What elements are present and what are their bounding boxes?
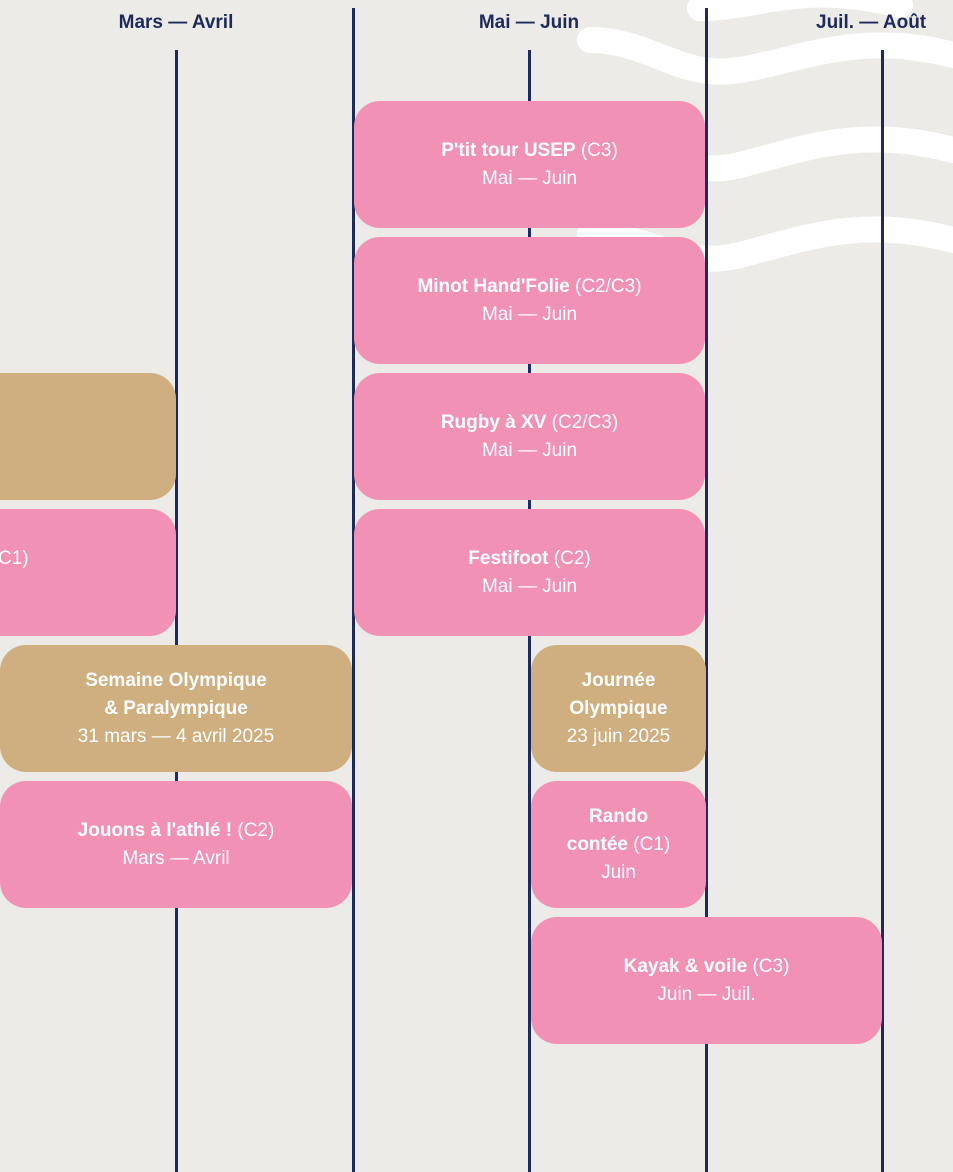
- event-level: (C2): [232, 819, 275, 841]
- event-title: Rando contée: [566, 805, 649, 855]
- timeline-divider-2: [705, 8, 708, 1172]
- event-dates: Mars — Avril: [122, 847, 230, 869]
- event-card-ptit-tour-usep[interactable]: P'tit tour USEP (C3) Mai — Juin: [354, 101, 705, 228]
- timeline-line-juil-aout-center: [881, 50, 884, 1172]
- event-level: (C3): [575, 139, 618, 161]
- timeline-line-mars-avril-center: [175, 50, 178, 1172]
- event-level: (C2/C3): [569, 275, 642, 297]
- event-dates: 23 juin 2025: [566, 725, 671, 747]
- event-level: (C2): [548, 547, 591, 569]
- event-dates: Mai — Juin: [481, 575, 578, 597]
- event-dates: Juin: [601, 861, 636, 883]
- event-card-cut-off-pink[interactable]: C1): [0, 509, 176, 636]
- event-card-rugby-a-xv[interactable]: Rugby à XV (C2/C3) Mai — Juin: [354, 373, 705, 500]
- event-card-journee-olympique[interactable]: Journée Olympique 23 juin 2025: [531, 645, 706, 772]
- event-dates: 31 mars — 4 avril 2025: [77, 725, 275, 747]
- month-header-mai-juin: Mai — Juin: [478, 12, 580, 33]
- event-title: P'tit tour USEP: [441, 139, 576, 161]
- event-title: Kayak & voile: [623, 955, 748, 977]
- event-dates: Mai — Juin: [481, 167, 578, 189]
- event-level: C1): [0, 548, 29, 569]
- event-title: Minot Hand'Folie: [417, 275, 570, 297]
- event-title: Jouons à l'athlé !: [77, 819, 233, 841]
- event-title: Festifoot: [468, 547, 549, 569]
- month-header-juil-aout: Juil. — Août: [816, 12, 927, 33]
- event-title: Journée Olympique: [569, 669, 668, 719]
- event-title: Rugby à XV: [440, 411, 547, 433]
- event-level: (C2/C3): [546, 411, 619, 433]
- event-card-minot-hand-folie[interactable]: Minot Hand'Folie (C2/C3) Mai — Juin: [354, 237, 705, 364]
- month-header-mars-avril: Mars — Avril: [118, 12, 234, 33]
- event-dates: Mai — Juin: [481, 439, 578, 461]
- timeline-divider-1: [352, 8, 355, 1172]
- event-dates: Mai — Juin: [481, 303, 578, 325]
- event-card-festifoot[interactable]: Festifoot (C2) Mai — Juin: [354, 509, 705, 636]
- event-card-rando-contee[interactable]: Rando contée (C1) Juin: [531, 781, 706, 908]
- event-card-cut-off-gold[interactable]: [0, 373, 176, 500]
- event-card-kayak-et-voile[interactable]: Kayak & voile (C3) Juin — Juil.: [531, 917, 882, 1044]
- event-card-jouons-a-l-athle[interactable]: Jouons à l'athlé ! (C2) Mars — Avril: [0, 781, 352, 908]
- event-title: Semaine Olympique & Paralympique: [85, 669, 267, 719]
- event-dates: Juin — Juil.: [657, 983, 756, 1005]
- event-card-semaine-olympique[interactable]: Semaine Olympique & Paralympique 31 mars…: [0, 645, 352, 772]
- event-level: (C1): [628, 833, 671, 855]
- event-level: (C3): [747, 955, 790, 977]
